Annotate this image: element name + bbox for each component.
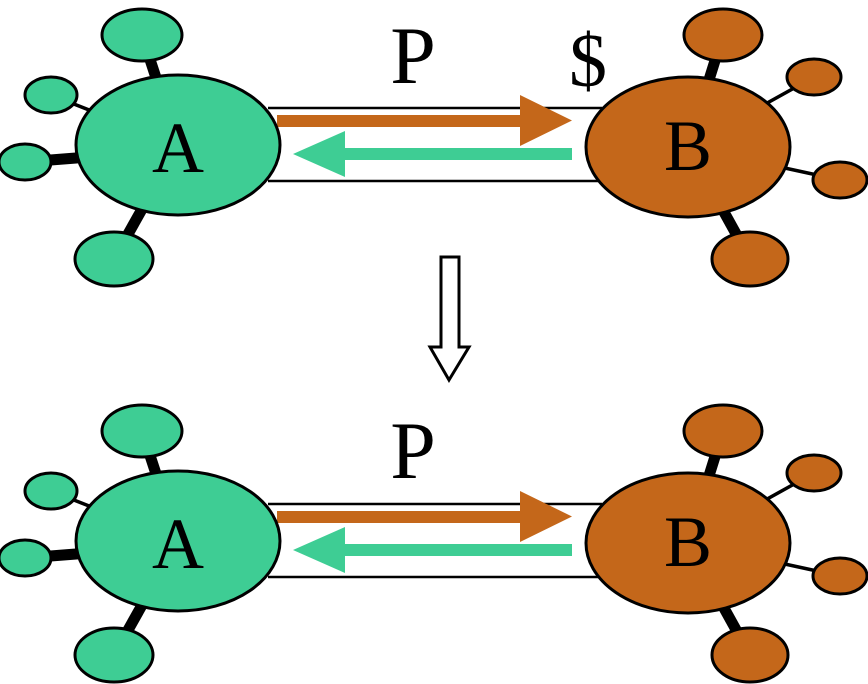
arrow-b-to-a — [293, 131, 572, 177]
node-a-ellipse — [74, 73, 282, 217]
node-a-label: A — [152, 504, 204, 584]
satellite-node — [785, 57, 843, 97]
bottom-diagram: A B P — [0, 403, 868, 684]
satellite-node — [100, 7, 184, 63]
packet-label: P — [390, 10, 436, 101]
node-b-ellipse — [584, 75, 792, 219]
satellite-node — [0, 142, 53, 182]
node-b-ellipse — [584, 471, 792, 615]
satellite-node — [811, 556, 868, 596]
arrow-b-to-a — [293, 527, 572, 573]
satellite-node — [682, 403, 764, 459]
dollar-label: $ — [569, 19, 607, 103]
satellite-node — [23, 471, 79, 511]
satellite-node — [785, 453, 843, 493]
node-b-label: B — [664, 106, 712, 186]
top-diagram: A B P $ — [0, 7, 868, 288]
satellite-node — [23, 75, 79, 115]
satellite-node — [710, 626, 790, 684]
arrow-a-to-b — [277, 95, 572, 146]
arrow-a-to-b — [277, 491, 572, 542]
satellite-node — [73, 230, 155, 288]
node-b-label: B — [664, 502, 712, 582]
node-a-label: A — [152, 108, 204, 188]
satellite-node — [0, 538, 53, 578]
satellite-node — [710, 230, 790, 288]
node-a-ellipse — [74, 469, 282, 613]
satellite-node — [811, 160, 868, 200]
satellite-node — [100, 403, 184, 459]
satellite-node — [73, 626, 155, 684]
down-arrow-icon — [427, 255, 472, 383]
satellite-node — [682, 7, 764, 63]
packet-label: P — [390, 405, 436, 496]
